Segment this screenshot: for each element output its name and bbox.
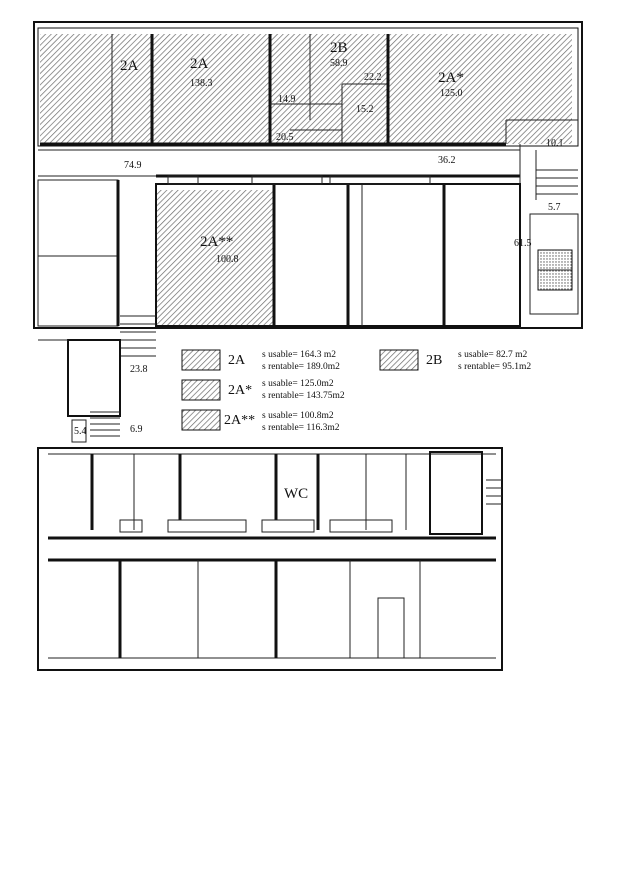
- upper-outer-wall: [33, 21, 583, 329]
- legend-2a-doublestar-usable: s usable= 100.8m2: [262, 411, 334, 421]
- room-wc-label: WC: [284, 486, 308, 502]
- unit-2b-label: 2B: [330, 40, 348, 56]
- unit-2a-hatch-main: [152, 34, 270, 144]
- legend-swatch-2a: [181, 349, 221, 371]
- area-61-5: 61.5: [514, 238, 532, 249]
- area-5-7: 5.7: [548, 202, 561, 213]
- unit-2a-hatch-west: [40, 34, 152, 144]
- area-20-5: 20.5: [276, 132, 294, 143]
- unit-2a-star-label: 2A*: [438, 70, 464, 86]
- unit-2a-star-hatch: [388, 34, 572, 144]
- lower-floor: WC: [37, 447, 503, 671]
- legend-2a-rentable: s rentable= 189.0m2: [262, 362, 340, 372]
- corridor-36-2: 36.2: [438, 155, 456, 166]
- area-22-2: 22.2: [364, 72, 382, 83]
- unit-2a-west-label: 2A: [120, 58, 139, 74]
- unit-2a-star-area: 125.0: [440, 88, 463, 99]
- unit-2a-label: 2A: [190, 56, 209, 72]
- upper-floor: 2A 2A 138.3 2B 58.9 2A* 125.0 2A** 100.8…: [33, 21, 583, 443]
- unit-2a-doublestar-area: 100.8: [216, 254, 239, 265]
- area-6-9: 6.9: [130, 424, 143, 435]
- area-14-9: 14.9: [278, 94, 296, 105]
- lower-outer-wall: [37, 447, 503, 671]
- legend-2a-star-code: 2A*: [228, 383, 252, 398]
- upper-north-wing: [37, 27, 579, 147]
- legend-2a-usable: s usable= 164.3 m2: [262, 350, 336, 360]
- small-stair: [90, 411, 120, 437]
- legend: 2A s usable= 164.3 m2 s rentable= 189.0m…: [181, 349, 531, 433]
- west-stairs: [120, 315, 156, 357]
- legend-2a-star-usable: s usable= 125.0m2: [262, 379, 334, 389]
- legend-swatch-2a-star: [181, 379, 221, 401]
- unit-2a-doublestar-hatch: [156, 190, 274, 326]
- corridor-74-9: 74.9: [124, 160, 142, 171]
- legend-2b-rentable: s rentable= 95.1m2: [458, 362, 531, 372]
- area-15-2: 15.2: [356, 104, 374, 115]
- legend-2a-code: 2A: [228, 353, 246, 368]
- legend-2a-doublestar-code: 2A**: [224, 413, 255, 428]
- legend-2b-usable: s usable= 82.7 m2: [458, 350, 527, 360]
- legend-2b-code: 2B: [426, 353, 442, 368]
- legend-swatch-2b: [379, 349, 419, 371]
- unit-2a-doublestar-label: 2A**: [200, 234, 233, 250]
- legend-2a-doublestar-rentable: s rentable= 116.3m2: [262, 423, 340, 433]
- area-23-8: 23.8: [130, 364, 148, 375]
- area-10-1: 10.1: [546, 138, 564, 149]
- stair-tower: [67, 339, 121, 417]
- area-5-4: 5.4: [74, 426, 87, 437]
- east-stairs: [529, 150, 579, 315]
- unit-2b-hatch: [270, 34, 388, 144]
- unit-2b-area: 58.9: [330, 58, 348, 69]
- legend-2a-star-rentable: s rentable= 143.75m2: [262, 391, 345, 401]
- legend-swatch-2a-doublestar: [181, 409, 221, 431]
- unit-2a-area: 138.3: [190, 78, 213, 89]
